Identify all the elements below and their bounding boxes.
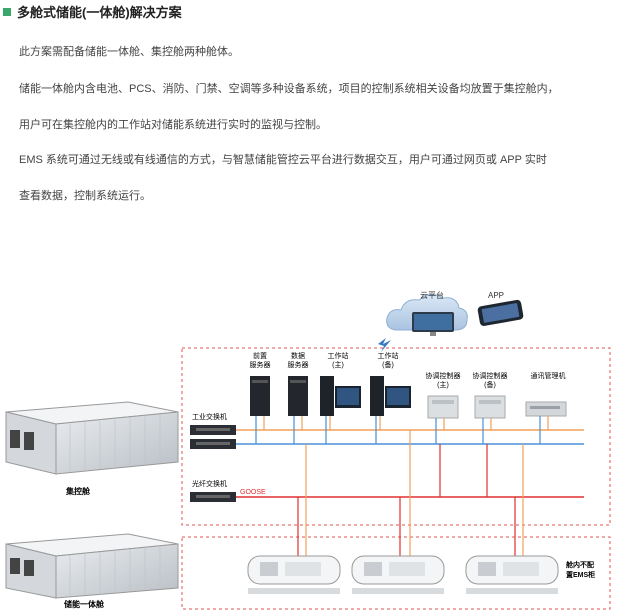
data-server-icon <box>288 376 308 416</box>
app-phone-icon <box>477 299 524 326</box>
cloud-platform-icon <box>386 294 468 336</box>
coordinator-main-icon <box>427 395 459 419</box>
section-title: 多舱式储能(一体舱)解决方案 <box>3 2 182 21</box>
device-label: (备) <box>382 360 394 369</box>
paragraph-4: EMS 系统可通过无线或有线通信的方式，与智慧储能管控云平台进行数据交互，用户可… <box>19 154 547 166</box>
cabinet-unit-3 <box>465 555 559 594</box>
cabinet-unit-2 <box>351 555 445 594</box>
device-label: (主) <box>437 380 449 389</box>
device-label: 数据 <box>291 351 305 360</box>
wireless-icon <box>378 338 391 352</box>
fiber-switch-icon <box>190 492 236 502</box>
control-system-frame <box>181 347 611 526</box>
title-marker-icon <box>3 7 11 16</box>
device-label: 服务器 <box>288 360 309 369</box>
system-diagram: 云平台 APP 前置 服务器 数据 服务器 工作站 (主) 工作站 (备) 协调… <box>5 290 611 610</box>
paragraph-1: 此方案需配备储能一体舱、集控舱两种舱体。 <box>19 46 239 58</box>
cabinet-unit-1 <box>247 555 341 594</box>
control-cabin-container <box>5 401 179 475</box>
comm-manager-icon <box>525 401 567 417</box>
coordinator-backup-icon <box>474 395 506 419</box>
app-label: APP <box>488 291 504 300</box>
device-label: 服务器 <box>250 360 271 369</box>
front-server-icon <box>250 376 270 416</box>
fiber-switch-label: 光纤交换机 <box>192 479 227 488</box>
paragraph-3: 用户可在集控舱内的工作站对储能系统进行实时的监视与控制。 <box>19 119 327 131</box>
device-label: 协调控制器 <box>473 371 508 380</box>
device-label: 通讯管理机 <box>531 371 566 380</box>
cabin-system-frame <box>181 536 611 610</box>
industrial-switch-2-icon <box>190 439 236 449</box>
goose-label: GOOSE <box>240 489 266 496</box>
integrated-cabin-label: 储能一体舱 <box>63 599 105 609</box>
cloud-label: 云平台 <box>420 290 444 300</box>
device-label: 工作站 <box>378 351 399 360</box>
workstation-main-icon <box>320 376 361 416</box>
industrial-switch-1-icon <box>190 425 236 435</box>
paragraph-5: 查看数据，控制系统运行。 <box>19 190 151 202</box>
device-label: (主) <box>332 360 344 369</box>
device-label: 工作站 <box>328 351 349 360</box>
title-text: 多舱式储能(一体舱)解决方案 <box>17 5 182 20</box>
workstation-backup-icon <box>370 376 411 416</box>
paragraph-2: 储能一体舱内含电池、PCS、消防、门禁、空调等多种设备系统，项目的控制系统相关设… <box>19 83 559 95</box>
integrated-cabin-container <box>5 533 179 599</box>
industrial-switch-label: 工业交换机 <box>192 412 227 421</box>
device-label: (备) <box>484 380 496 389</box>
ems-note-line2: 置EMS柜 <box>566 570 595 579</box>
device-label: 协调控制器 <box>426 371 461 380</box>
ems-note-line1: 舱内不配 <box>566 560 594 569</box>
control-cabin-label: 集控舱 <box>65 486 91 496</box>
device-label: 前置 <box>253 351 267 360</box>
